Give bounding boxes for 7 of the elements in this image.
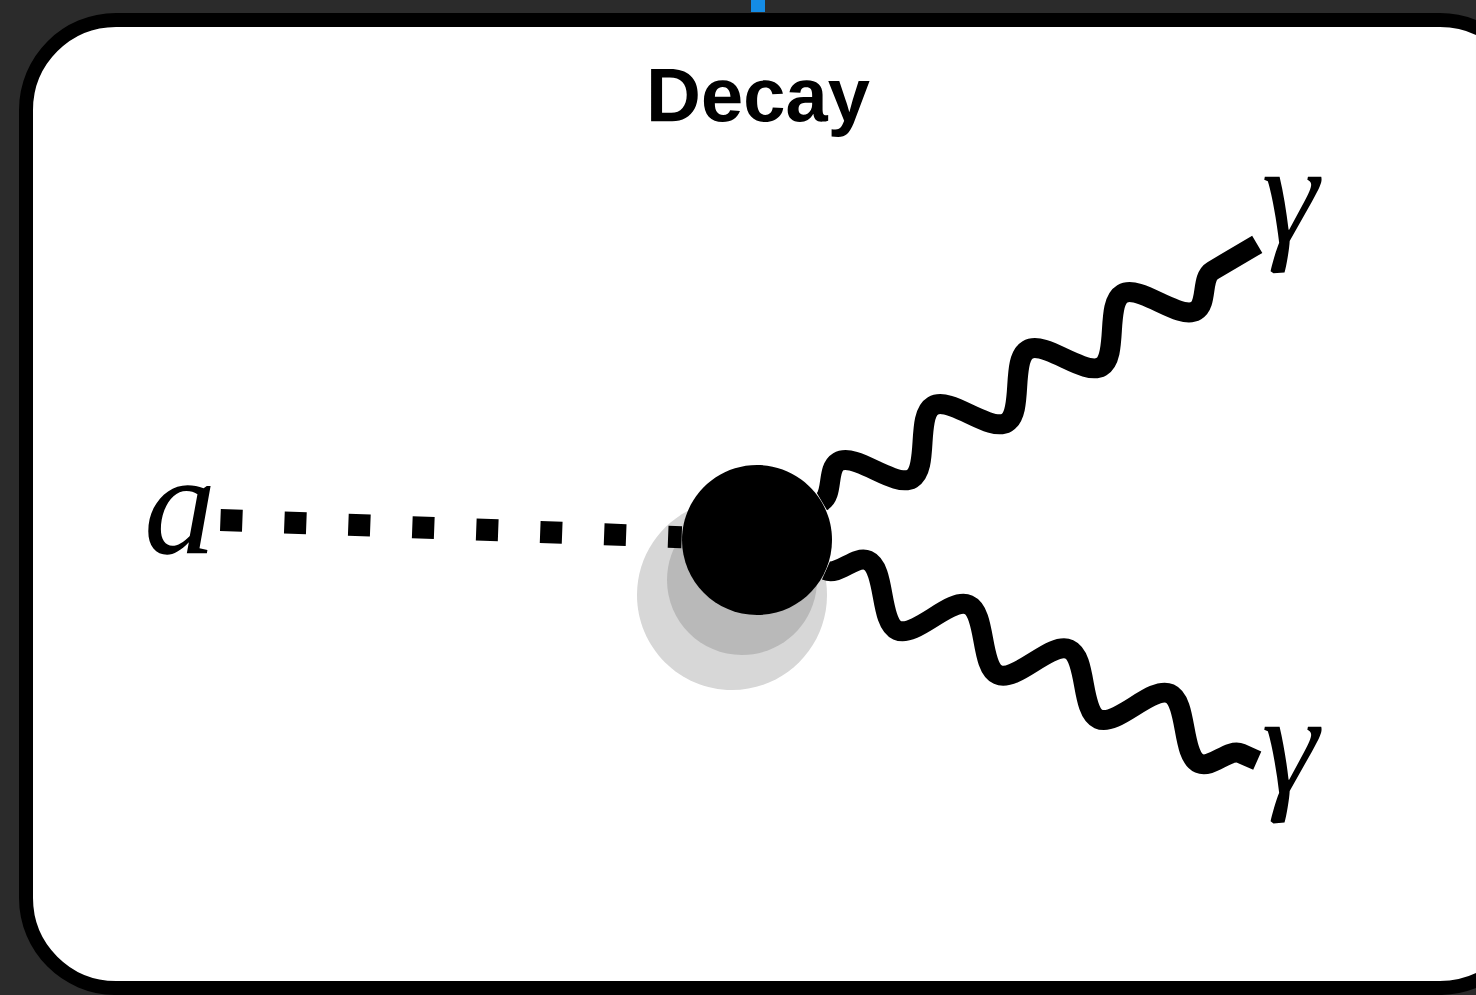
particle-label: γ: [1264, 176, 1322, 274]
particle-label: γ: [1264, 726, 1322, 824]
scalar-line: [220, 509, 683, 549]
particle-label: a: [148, 485, 211, 555]
vertex-dot: [637, 465, 832, 690]
title: Decay: [651, 68, 870, 138]
photon-line: [814, 235, 1263, 509]
